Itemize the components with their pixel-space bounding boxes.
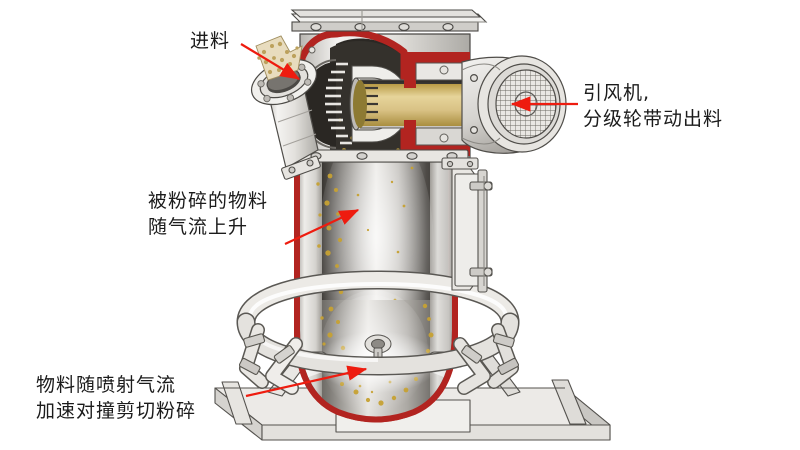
top-cover-flange <box>290 9 488 32</box>
upper-housing <box>290 9 488 163</box>
label-material-rising: 被粉碎的物料 随气流上升 <box>148 190 269 238</box>
arrow-feed <box>240 43 301 80</box>
ring-manifold <box>236 270 520 332</box>
arrow-rise <box>284 209 360 245</box>
center-nozzle-fitting-front <box>364 334 392 362</box>
label-feed: 进料 <box>190 30 231 52</box>
arrow-jet <box>245 365 368 398</box>
inspection-door <box>441 157 493 293</box>
discharge-tube <box>353 79 470 129</box>
label-jet-impact: 物料随喷射气流 加速对撞剪切粉碎 <box>36 374 197 422</box>
manifold-branch-pipes <box>238 323 520 395</box>
label-induced-draft-fan: 引风机, 分级轮带动出料 <box>583 82 724 130</box>
annotation-arrows <box>240 43 578 398</box>
